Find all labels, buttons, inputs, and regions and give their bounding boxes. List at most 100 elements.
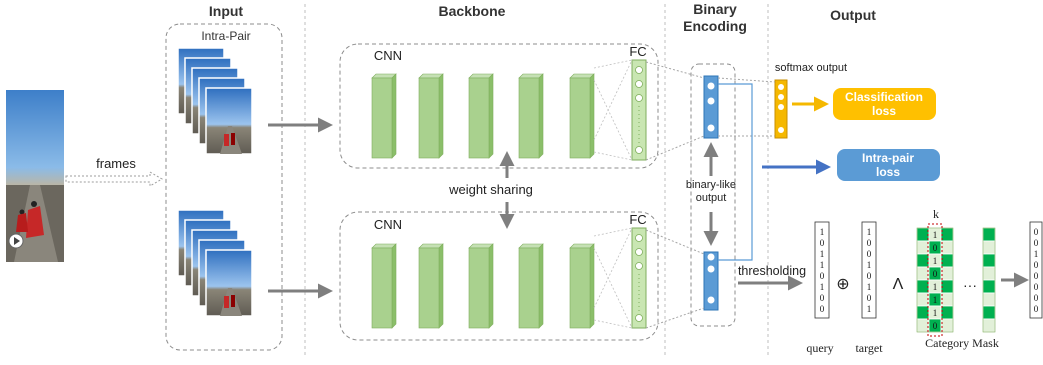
bit-value: 1 — [867, 260, 872, 270]
intra-pair-label: Intra-Pair — [201, 29, 250, 43]
mask-bit: 1 — [933, 308, 938, 318]
mask-cell — [940, 253, 954, 268]
intrapair-connector — [718, 83, 753, 261]
intrapair-loss-box — [837, 149, 940, 181]
frames-label: frames — [96, 156, 136, 171]
cnn-block — [468, 73, 494, 159]
intrapair-loss-label-2: loss — [876, 165, 900, 179]
frame-stack-top — [177, 47, 253, 155]
binary-code-bottom — [703, 251, 719, 311]
bit-value: 0 — [820, 238, 825, 248]
cnn-block — [569, 243, 595, 329]
bit-value: 0 — [1034, 227, 1039, 237]
bit-value: 1 — [867, 282, 872, 292]
section-input: Input — [209, 3, 244, 19]
binary-like-label-1: binary-like — [686, 179, 736, 191]
softmax-vector — [774, 79, 788, 139]
cnn-block — [518, 243, 544, 329]
bit-value: 0 — [867, 271, 872, 281]
mask-cell — [940, 292, 954, 307]
bit-value: 0 — [820, 293, 825, 303]
mask-cell — [940, 240, 954, 255]
mask-cell — [982, 318, 996, 333]
mask-ellipsis: ··· — [963, 277, 977, 293]
bit-value: 0 — [820, 271, 825, 281]
cnn-block — [418, 243, 444, 329]
section-binary-encoding-2: Encoding — [683, 18, 747, 34]
fc-neuron — [635, 262, 643, 270]
bit-value: 0 — [867, 249, 872, 259]
frames-arrow: frames — [65, 156, 163, 187]
mask-cell — [916, 253, 930, 268]
video-thumbnail — [6, 90, 64, 262]
backbone-top-box — [339, 43, 659, 169]
bit-value: 0 — [867, 293, 872, 303]
mask-bit: 0 — [933, 321, 938, 331]
mask-cell — [940, 318, 954, 333]
mask-cell — [916, 240, 930, 255]
mask-cell — [916, 279, 930, 294]
classification-loss-box — [833, 88, 936, 120]
intrapair-loss-label-1: Intra-pair — [862, 151, 914, 165]
bit-value: 0 — [1034, 238, 1039, 248]
mask-cell — [982, 240, 996, 255]
cnn-block — [468, 243, 494, 329]
frame-stack-bottom — [177, 209, 253, 317]
cnn-block — [418, 73, 444, 159]
section-output: Output — [830, 7, 876, 23]
bit-value: 1 — [820, 249, 825, 259]
mask-bit: 0 — [933, 269, 938, 279]
bit-value: 1 — [820, 260, 825, 270]
bit-value: 0 — [1034, 271, 1039, 281]
mask-cell — [982, 227, 996, 242]
mask-cell — [940, 266, 954, 281]
mask-bit: 1 — [933, 230, 938, 240]
mask-cell — [940, 279, 954, 294]
fc-neuron — [635, 146, 643, 154]
softmax-output-label: softmax output — [775, 62, 847, 74]
query-label: query — [806, 341, 833, 355]
oplus-symbol: ⊕ — [836, 276, 849, 293]
bit-value: 0 — [1034, 260, 1039, 270]
cnn-blocks-top — [371, 73, 595, 159]
mask-cell — [982, 253, 996, 268]
bit-value: 0 — [867, 238, 872, 248]
mask-cell — [916, 292, 930, 307]
cnn-label-top: CNN — [374, 48, 402, 63]
binary-like-label-2: output — [696, 192, 727, 204]
cnn-block — [569, 73, 595, 159]
binary-to-softmax-lines — [717, 77, 776, 137]
fc-label-bottom: FC — [629, 212, 646, 227]
category-mask-label: Category Mask — [925, 336, 999, 350]
mask-bit: 1 — [933, 256, 938, 266]
mask-cell — [916, 318, 930, 333]
binary-code-top — [703, 75, 719, 139]
column-separators — [304, 4, 769, 356]
fc-neuron — [635, 94, 643, 102]
cnn-label-bottom: CNN — [374, 217, 402, 232]
video-frame — [205, 87, 253, 155]
bit-value: 0 — [1034, 293, 1039, 303]
bit-value: 0 — [820, 304, 825, 314]
fc-neuron — [635, 80, 643, 88]
mask-bit: 1 — [933, 295, 938, 305]
mask-bit: 0 — [933, 243, 938, 253]
bit-value: 1 — [867, 227, 872, 237]
fc-layer-top — [593, 59, 647, 161]
mask-cell — [982, 266, 996, 281]
fc-neuron — [635, 234, 643, 242]
fc-neuron — [635, 66, 643, 74]
wedge-symbol: Λ — [893, 276, 904, 293]
bit-value: 1 — [820, 227, 825, 237]
mask-cell — [940, 227, 954, 242]
weight-sharing: weight sharing — [448, 151, 533, 229]
bit-value: 1 — [867, 304, 872, 314]
fc-to-binary-lines — [645, 61, 705, 329]
thresholding-label: thresholding — [738, 264, 806, 278]
